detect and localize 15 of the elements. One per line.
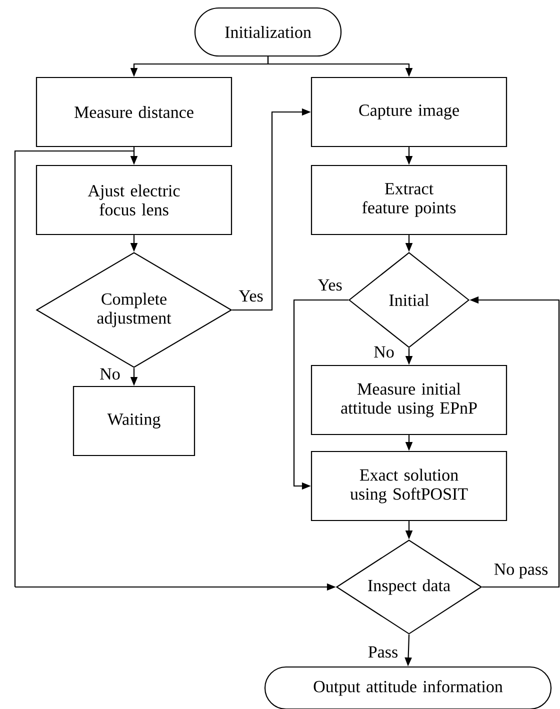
- edge-label: No: [374, 346, 394, 358]
- terminal-box: Initialization: [194, 7, 342, 57]
- terminal-box: Output attitude information: [264, 666, 552, 709]
- process-box: Exact solution using SoftPOSIT: [310, 450, 508, 522]
- edge-label: No: [100, 368, 120, 380]
- process-box: Measure distance: [36, 76, 232, 148]
- edge-label: Pass: [368, 646, 398, 658]
- edge-label: No pass: [494, 564, 548, 578]
- process-box: Capture image: [310, 76, 508, 148]
- edge-label: Yes: [318, 279, 342, 291]
- process-box: Waiting: [72, 386, 196, 456]
- process-box: Extract feature points: [310, 164, 508, 236]
- process-box: Ajust electric focus lens: [36, 164, 232, 236]
- process-box: Measure initial attitude using EPnP: [310, 364, 508, 436]
- edge-label: Yes: [238, 290, 263, 302]
